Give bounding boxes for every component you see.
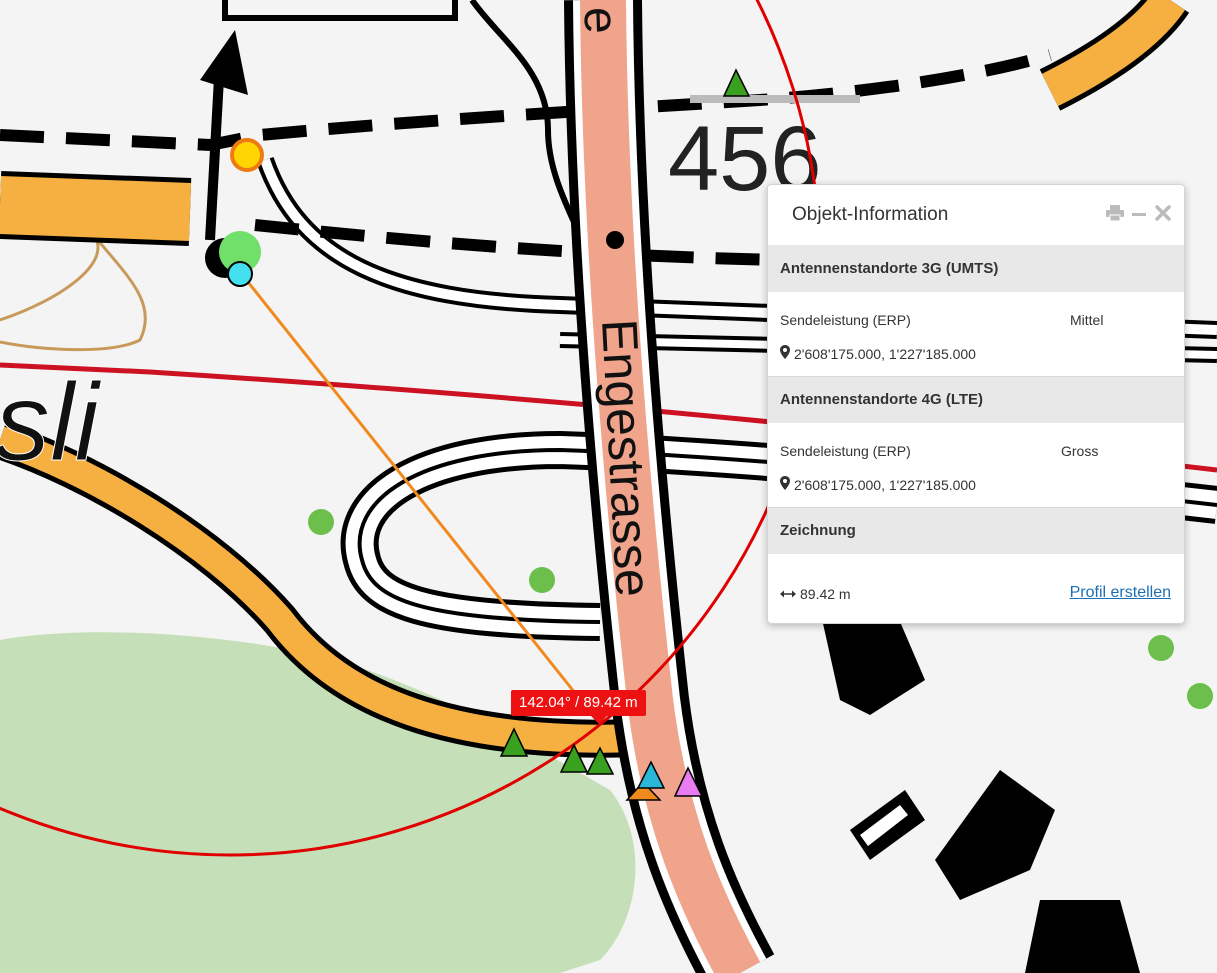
panel-title: Objekt-Information bbox=[792, 204, 949, 225]
marker-green[interactable] bbox=[219, 231, 261, 273]
tree bbox=[308, 509, 334, 535]
measure-line bbox=[238, 271, 577, 694]
north-arrow bbox=[205, 59, 225, 241]
section-body-3g: Sendeleistung (ERP) Mittel 2'608'175.000… bbox=[768, 292, 1184, 377]
road-curve bbox=[260, 158, 1217, 335]
distance-value: 89.42 m bbox=[800, 586, 851, 602]
object-info-panel: Objekt-Information Antennenstandorte 3G … bbox=[767, 184, 1185, 624]
distance-icon bbox=[780, 586, 796, 602]
power-value: Gross bbox=[1061, 443, 1099, 459]
antenna-icon[interactable] bbox=[585, 746, 615, 775]
panel-toolbar bbox=[1106, 203, 1172, 223]
building bbox=[1025, 900, 1140, 973]
tree bbox=[529, 567, 555, 593]
measure-tooltip: 142.04° / 89.42 m bbox=[511, 690, 646, 724]
building bbox=[820, 610, 925, 715]
power-label: Sendeleistung (ERP) bbox=[780, 443, 911, 459]
building bbox=[935, 770, 1055, 900]
main-road bbox=[1041, 0, 1185, 107]
section-header-drawing: Zeichnung bbox=[768, 508, 1184, 554]
power-label: Sendeleistung (ERP) bbox=[780, 312, 911, 328]
north-arrow-head bbox=[200, 30, 248, 95]
marker-cyan[interactable] bbox=[227, 261, 253, 287]
coordinates-value: 2'608'175.000, 1'227'185.000 bbox=[794, 345, 976, 362]
coordinates-row: 2'608'175.000, 1'227'185.000 bbox=[780, 345, 976, 362]
tree bbox=[1187, 683, 1213, 709]
power-value: Mittel bbox=[1070, 312, 1104, 328]
map-marker-icon bbox=[780, 345, 790, 362]
street-node bbox=[606, 231, 624, 249]
close-icon[interactable] bbox=[1154, 203, 1172, 223]
map-marker-icon bbox=[780, 476, 790, 493]
main-road bbox=[0, 176, 192, 241]
section-body-4g: Sendeleistung (ERP) Gross 2'608'175.000,… bbox=[768, 423, 1184, 508]
section-body-drawing: 89.42 m Profil erstellen bbox=[768, 554, 1184, 623]
place-label: sli bbox=[0, 361, 101, 484]
coordinates-row: 2'608'175.000, 1'227'185.000 bbox=[780, 476, 976, 493]
print-icon[interactable] bbox=[1106, 203, 1124, 223]
antenna-icon[interactable] bbox=[636, 760, 666, 789]
main-road bbox=[0, 426, 641, 753]
contour-line bbox=[0, 228, 147, 352]
footpath bbox=[254, 219, 781, 266]
antenna-icon[interactable] bbox=[559, 743, 589, 773]
marker-yellow[interactable] bbox=[230, 138, 264, 172]
panel-header: Objekt-Information bbox=[768, 185, 1184, 246]
street-label-partial: e bbox=[573, 6, 627, 35]
antenna-icon[interactable] bbox=[625, 780, 662, 801]
section-header-4g: Antennenstandorte 4G (LTE) bbox=[768, 377, 1184, 423]
distance-row: 89.42 m bbox=[780, 586, 851, 602]
antenna-icon[interactable] bbox=[499, 727, 529, 757]
antenna-icon[interactable] bbox=[722, 68, 751, 97]
antenna-icon[interactable] bbox=[673, 766, 704, 797]
section-header-3g: Antennenstandorte 3G (UMTS) bbox=[768, 246, 1184, 292]
footpath bbox=[0, 49, 1052, 152]
street-engestrasse bbox=[580, 0, 761, 973]
coordinates-value: 2'608'175.000, 1'227'185.000 bbox=[794, 476, 976, 493]
tree bbox=[1148, 635, 1174, 661]
road-edge bbox=[222, 0, 458, 21]
elevation-mark bbox=[690, 95, 860, 103]
building bbox=[860, 805, 908, 846]
create-profile-link[interactable]: Profil erstellen bbox=[1069, 584, 1171, 601]
minimize-icon[interactable] bbox=[1130, 203, 1148, 223]
